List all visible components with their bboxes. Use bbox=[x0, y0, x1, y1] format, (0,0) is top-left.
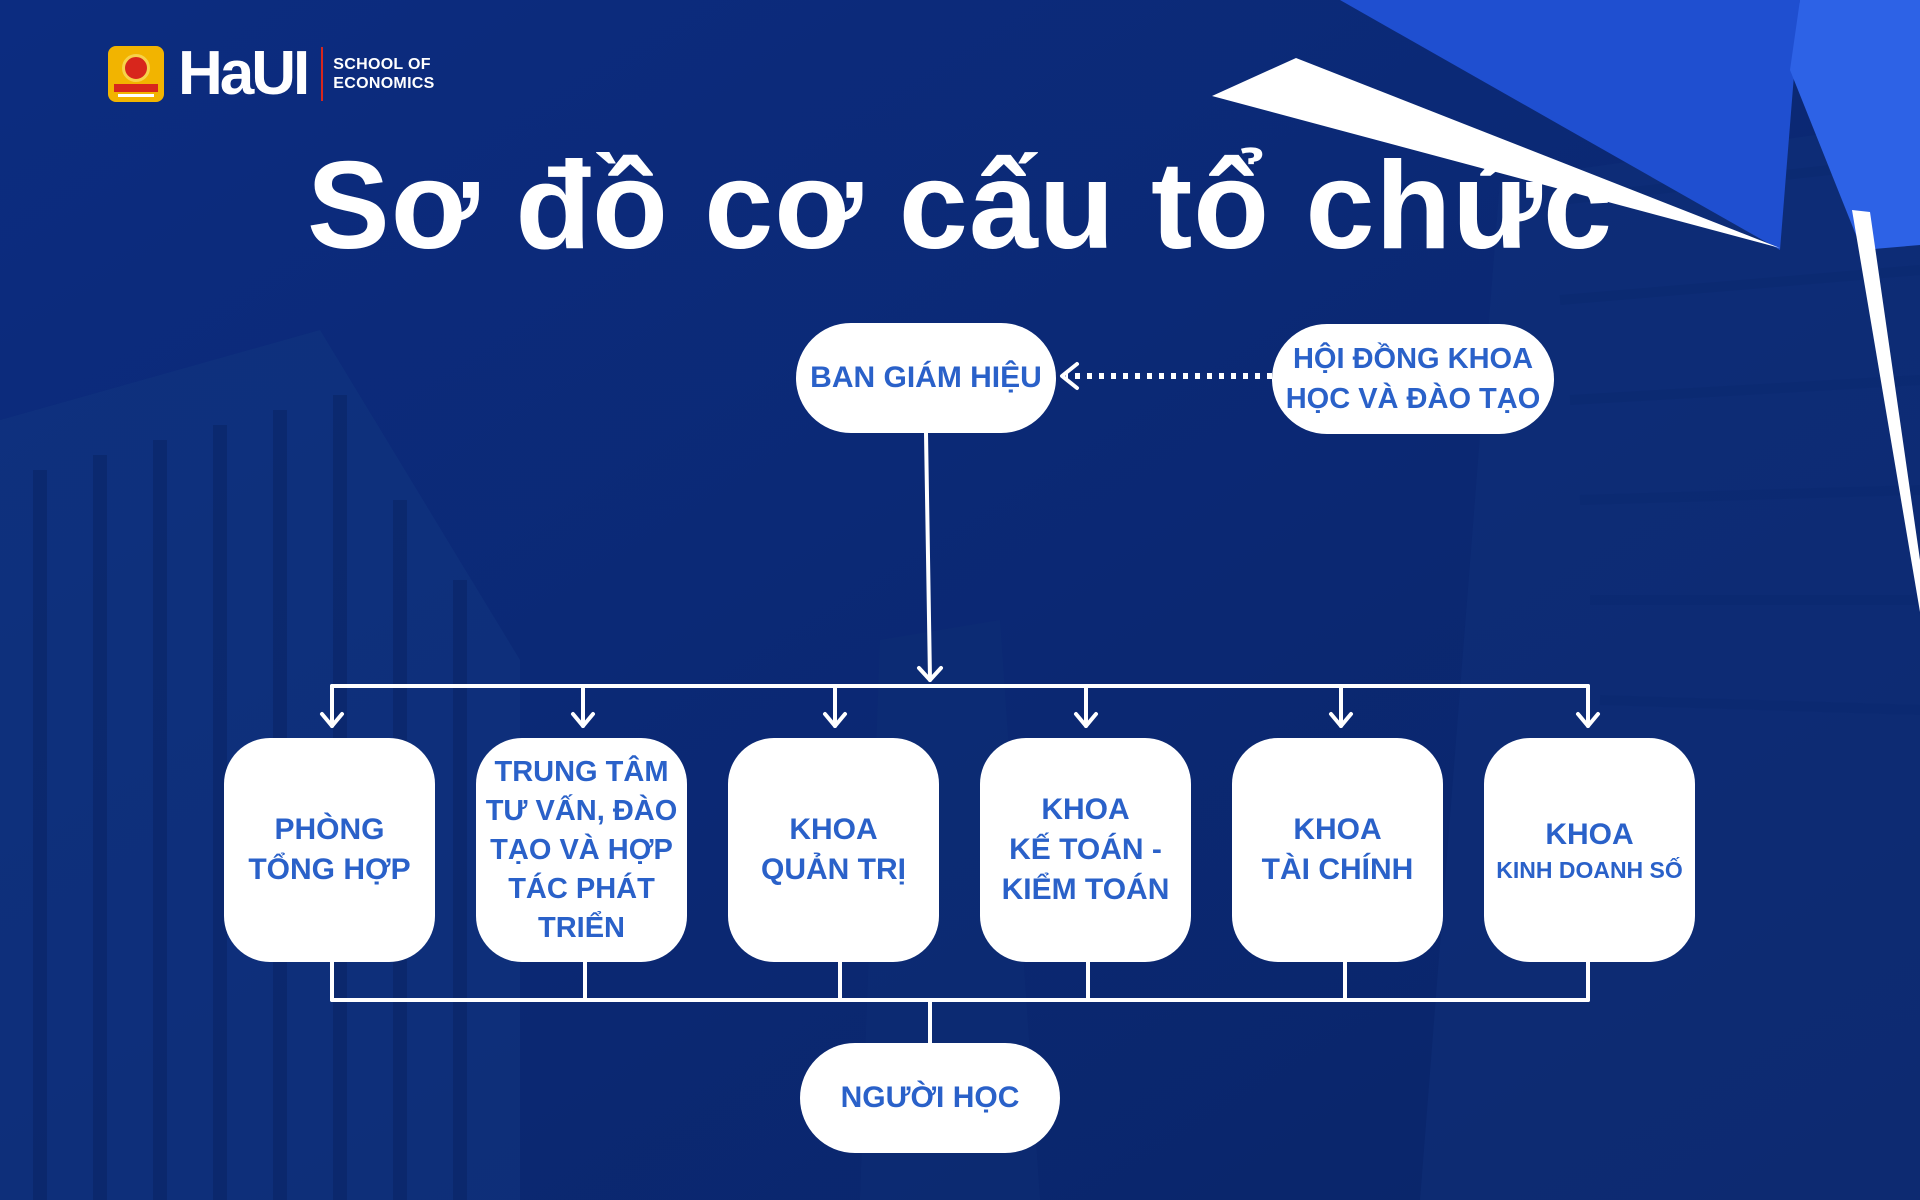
node-label-line: KHOA bbox=[1041, 793, 1130, 826]
node-phong-tong-hop: PHÒNG TỔNG HỢP bbox=[224, 738, 435, 962]
haui-emblem-icon bbox=[108, 46, 164, 102]
node-ban-giam-hieu: BAN GIÁM HIỆU bbox=[796, 323, 1056, 433]
node-label-line: KHOA bbox=[789, 813, 878, 846]
node-label-line: QUẢN TRỊ bbox=[761, 853, 906, 886]
node-hoi-dong-khoa-hoc: HỘI ĐỒNG KHOA HỌC VÀ ĐÀO TẠO bbox=[1272, 324, 1554, 434]
node-khoa-tai-chinh: KHOA TÀI CHÍNH bbox=[1232, 738, 1443, 962]
node-label-line: TRIỂN bbox=[538, 911, 625, 944]
logo-wordmark: HaUI bbox=[178, 39, 310, 108]
node-label-line: TÀI CHÍNH bbox=[1261, 853, 1414, 886]
arrow-down-icon bbox=[1329, 712, 1353, 728]
arrow-down-icon bbox=[1074, 712, 1098, 728]
logo-divider bbox=[321, 47, 324, 101]
node-label-line: KINH DOANH SỐ bbox=[1496, 857, 1683, 883]
node-label-line: HỌC VÀ ĐÀO TẠO bbox=[1285, 383, 1541, 415]
arrow-down-icon bbox=[823, 712, 847, 728]
node-label-line: KẾ TOÁN - bbox=[1009, 833, 1162, 866]
node-label: BAN GIÁM HIỆU bbox=[810, 361, 1042, 394]
node-label-line: KIỂM TOÁN bbox=[1001, 873, 1170, 906]
node-label-line: KHOA bbox=[1545, 818, 1634, 851]
node-label-line: TRUNG TÂM bbox=[494, 755, 669, 788]
haui-logo: HaUI SCHOOL OF ECONOMICS bbox=[108, 39, 435, 108]
node-label-line: TỔNG HỢP bbox=[248, 853, 411, 886]
node-label-line: HỘI ĐỒNG KHOA bbox=[1292, 343, 1534, 375]
node-khoa-ke-toan-kiem-toan: KHOA KẾ TOÁN - KIỂM TOÁN bbox=[980, 738, 1191, 962]
node-label-line: TÁC PHÁT bbox=[508, 872, 655, 905]
arrow-down-icon bbox=[320, 712, 344, 728]
logo-subtitle: SCHOOL OF ECONOMICS bbox=[333, 55, 434, 93]
node-label-line: KHOA bbox=[1293, 813, 1382, 846]
trunk-line bbox=[924, 431, 932, 682]
logo-subtitle-line2: ECONOMICS bbox=[333, 75, 435, 92]
arrow-down-icon bbox=[1576, 712, 1600, 728]
logo-subtitle-line1: SCHOOL OF bbox=[333, 56, 431, 73]
arrow-down-icon bbox=[571, 712, 595, 728]
node-khoa-quan-tri: KHOA QUẢN TRỊ bbox=[728, 738, 939, 962]
node-label-line: PHÒNG bbox=[274, 813, 385, 846]
node-nguoi-hoc: NGƯỜI HỌC bbox=[800, 1043, 1060, 1153]
node-trung-tam-tu-van: TRUNG TÂM TƯ VẤN, ĐÀO TẠO VÀ HỢP TÁC PHÁ… bbox=[476, 738, 687, 962]
node-label-line: TƯ VẤN, ĐÀO bbox=[485, 794, 678, 827]
node-label: NGƯỜI HỌC bbox=[840, 1081, 1020, 1114]
arrow-left-icon bbox=[1060, 362, 1079, 390]
arrow-down-icon bbox=[917, 666, 943, 682]
node-label-line: TẠO VÀ HỢP bbox=[490, 833, 673, 866]
page-title: Sơ đồ cơ cấu tổ chức bbox=[307, 137, 1613, 275]
node-khoa-kinh-doanh-so: KHOA KINH DOANH SỐ bbox=[1484, 738, 1695, 962]
